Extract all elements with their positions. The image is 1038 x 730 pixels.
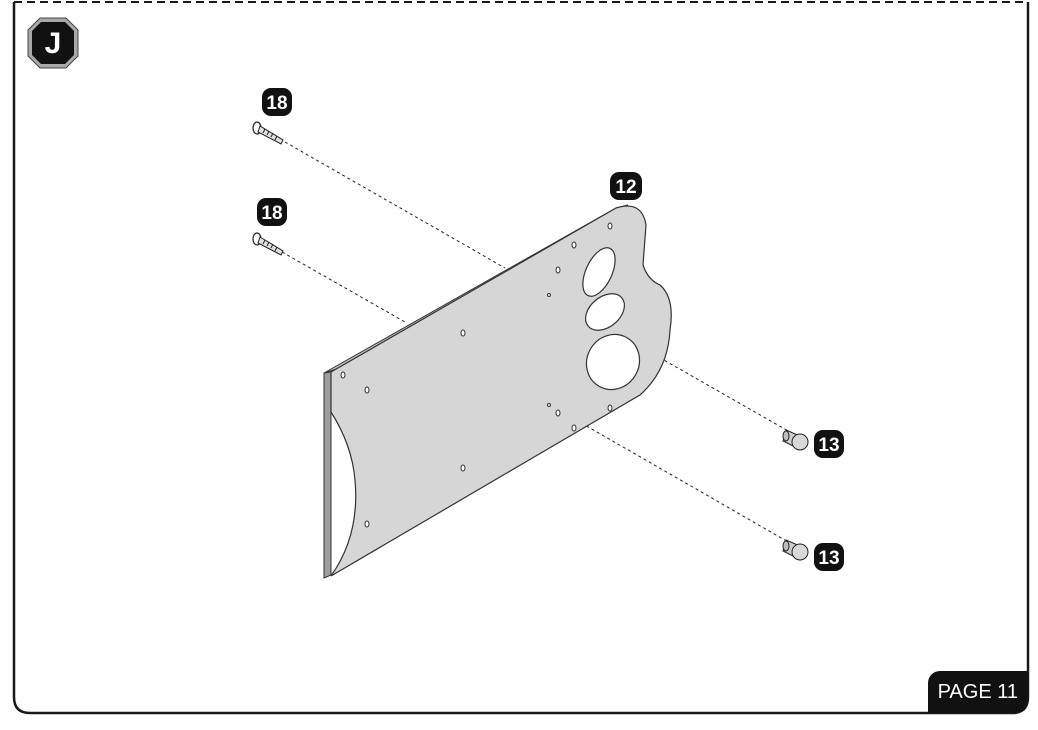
- part-badge-screw-bottom: 18: [257, 198, 287, 226]
- part-number-dowel-top: 13: [818, 435, 839, 456]
- panel-hole-lower: [585, 333, 641, 391]
- panel-hole-middle: [584, 293, 626, 331]
- part-number-screw-top: 18: [266, 93, 287, 114]
- step-badge: J: [27, 17, 79, 69]
- part-badge-dowel-top: 13: [814, 430, 844, 458]
- part-number-screw-bottom: 18: [261, 203, 282, 224]
- part-number-dowel-bottom: 13: [818, 548, 839, 569]
- screw-bottom: [252, 232, 284, 256]
- side-panel: [323, 204, 672, 579]
- step-letter: J: [45, 27, 62, 60]
- part-badge-panel: 12: [610, 172, 642, 200]
- page-number-label: PAGE 11: [927, 671, 1028, 713]
- part-number-panel: 12: [615, 177, 636, 198]
- panel-screw-holes: [340, 222, 613, 528]
- guide-lines: [281, 141, 791, 544]
- dowel-top: [782, 429, 809, 451]
- part-badge-dowel-bottom: 13: [814, 543, 844, 571]
- part-badge-screw-top: 18: [262, 88, 292, 116]
- screw-top: [252, 121, 284, 145]
- dowel-bottom: [782, 539, 809, 561]
- panel-hole-upper: [582, 247, 616, 297]
